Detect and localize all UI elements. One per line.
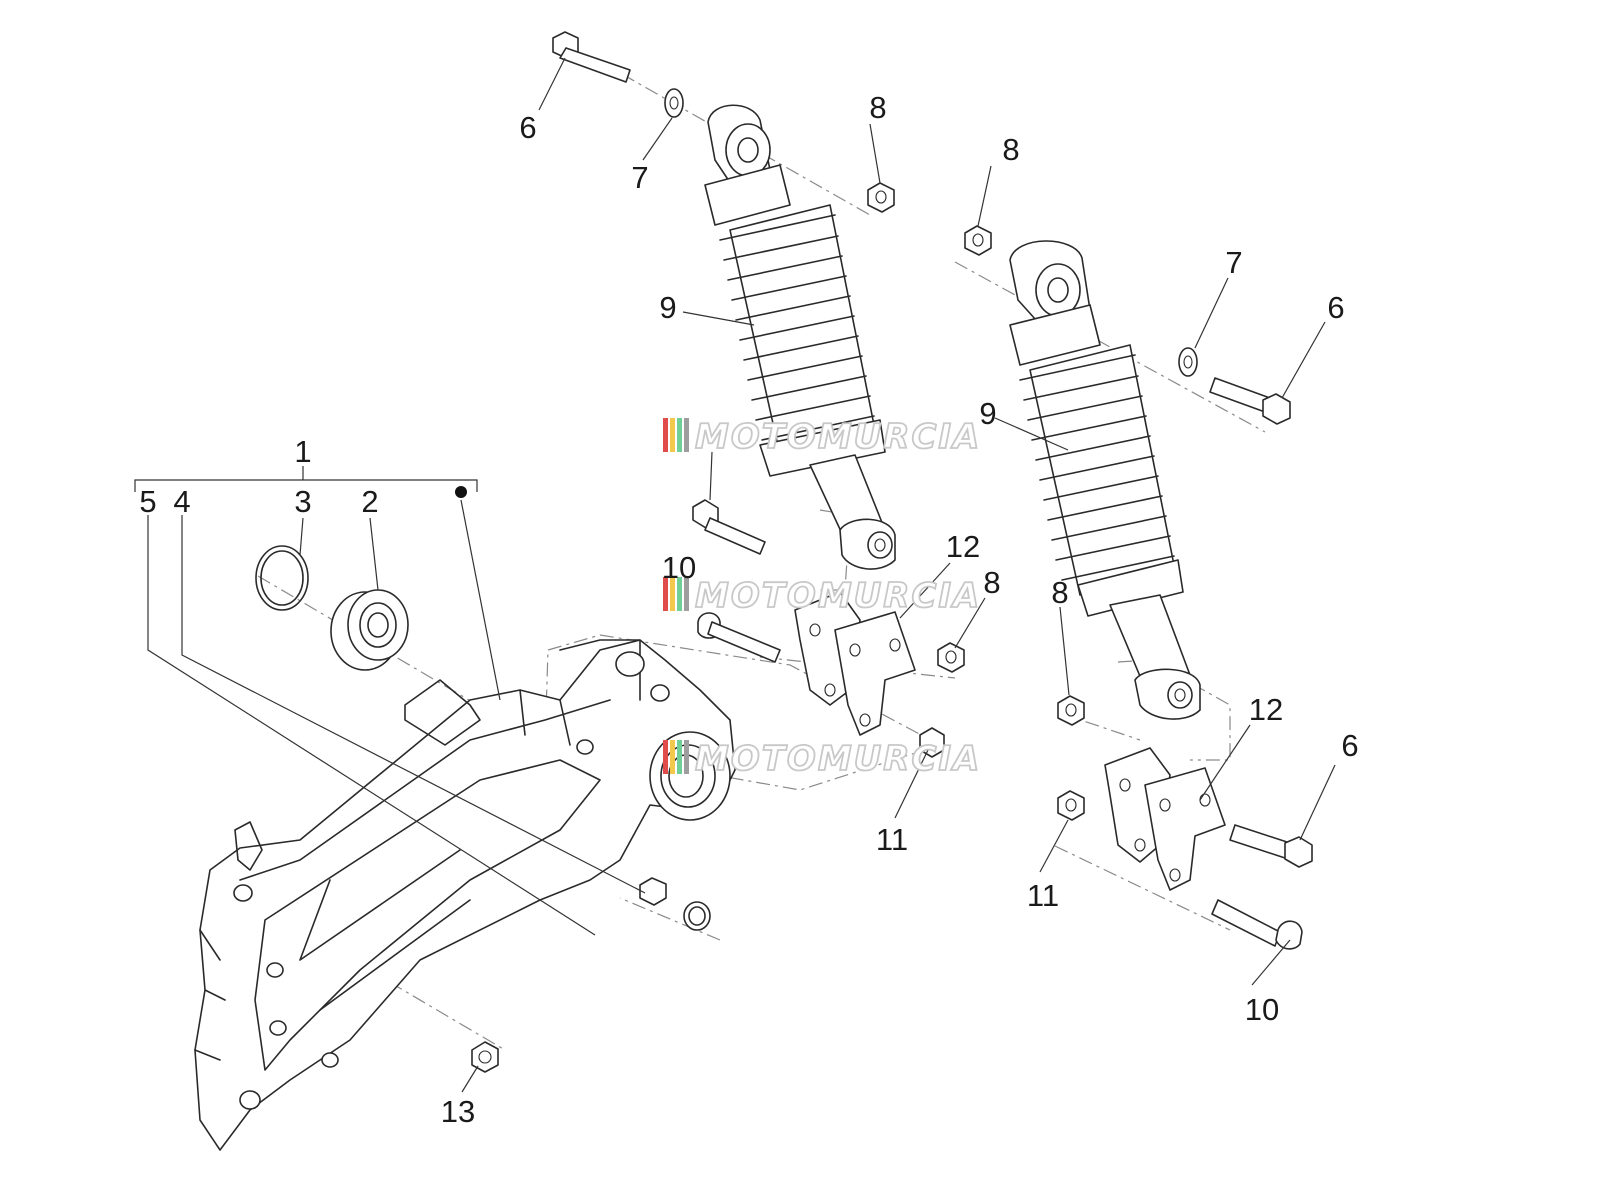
- shock-absorber-left: [704, 104, 896, 570]
- group-bracket-1: [134, 466, 478, 498]
- callout-8-c: 8: [983, 565, 1000, 600]
- bolt-10-left-b: [697, 612, 781, 663]
- leader-lines: [147, 57, 1336, 1093]
- callout-12-left: 12: [946, 529, 980, 564]
- callout-4: 4: [173, 484, 190, 519]
- shock-absorber-right: [1009, 240, 1201, 720]
- callout-6-right-lower: 6: [1341, 728, 1358, 763]
- callout-1: 1: [294, 434, 311, 469]
- reference-dot: [455, 486, 467, 498]
- bolt-10-left-a: [692, 499, 766, 555]
- callout-labels: 1 2 3 4 5 6 6 6 7 7 8 8 8 8 9 9 10 10 11…: [139, 90, 1358, 1129]
- bolt-6-right-upper: [1209, 377, 1291, 425]
- nuts: [867, 182, 1085, 821]
- washer-7-left: [664, 88, 684, 118]
- callout-6-top: 6: [519, 110, 536, 145]
- callout-8-b: 8: [1002, 132, 1019, 167]
- watermark-1: MOTOMURCIA: [663, 416, 981, 458]
- bracket-right: [1104, 747, 1226, 891]
- callout-9-left: 9: [659, 290, 676, 325]
- washer-7-right: [1178, 347, 1198, 377]
- watermark-text-1: MOTOMURCIA: [695, 417, 981, 457]
- callout-11-right: 11: [1027, 878, 1059, 913]
- watermark-2: MOTOMURCIA: [663, 575, 981, 617]
- circlip: [255, 545, 309, 611]
- callout-8-d: 8: [1051, 575, 1068, 610]
- bolt-10-right: [1211, 899, 1303, 950]
- watermark-text-3: MOTOMURCIA: [695, 739, 981, 779]
- callout-2: 2: [361, 484, 378, 519]
- bracket-left: [794, 591, 916, 736]
- callout-7-right: 7: [1225, 245, 1242, 280]
- watermark-3: MOTOMURCIA: [663, 738, 981, 780]
- callout-12-right: 12: [1249, 692, 1283, 727]
- callout-8-a: 8: [869, 90, 886, 125]
- callout-10-right: 10: [1245, 992, 1279, 1027]
- callout-11-left: 11: [876, 822, 908, 857]
- watermark-text-2: MOTOMURCIA: [695, 576, 981, 616]
- callout-3: 3: [294, 484, 311, 519]
- callout-13: 13: [441, 1094, 475, 1129]
- bearing: [330, 589, 409, 671]
- callout-9-right: 9: [979, 396, 996, 431]
- bolt-6-top: [552, 31, 631, 83]
- callout-7-left: 7: [631, 160, 648, 195]
- washer-nut-lower: [471, 877, 711, 1073]
- callout-6-right-upper: 6: [1327, 290, 1344, 325]
- bolt-6-right-lower: [1229, 824, 1313, 868]
- callout-5: 5: [139, 484, 156, 519]
- callout-10-left: 10: [662, 550, 696, 585]
